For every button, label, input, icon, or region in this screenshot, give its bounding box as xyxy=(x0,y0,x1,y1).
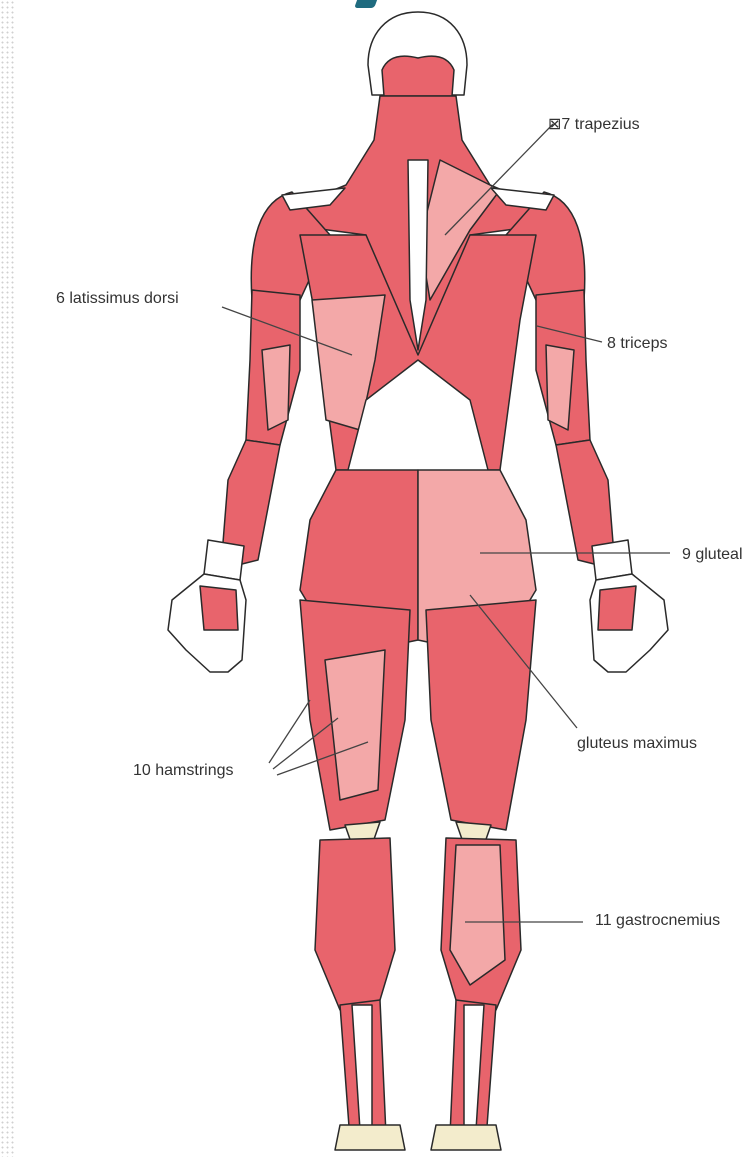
label-gluteus-maximus: gluteus maximus xyxy=(577,735,697,753)
left-wrist xyxy=(204,540,244,580)
right-wrist xyxy=(592,540,632,580)
right-hand-muscle xyxy=(598,586,636,630)
left-calf xyxy=(315,838,395,1010)
label-gluteal: 9 gluteal xyxy=(682,546,743,564)
body-outline xyxy=(168,12,668,1150)
label-gastrocnemius: 11 gastrocnemius xyxy=(595,912,720,930)
leader-hamstrings-1 xyxy=(269,700,310,763)
left-hand-muscle xyxy=(200,586,238,630)
occipital-muscle xyxy=(382,56,454,96)
label-triceps: 8 triceps xyxy=(607,335,667,353)
label-latissimus-dorsi: 6 latissimus dorsi xyxy=(56,290,179,308)
label-hamstrings: 10 hamstrings xyxy=(133,762,234,780)
right-foot xyxy=(431,1125,501,1150)
right-thigh xyxy=(426,600,536,830)
right-gastrocnemius-light xyxy=(450,845,505,985)
left-foot xyxy=(335,1125,405,1150)
label-trapezius: ⊠7 trapezius xyxy=(548,116,640,134)
